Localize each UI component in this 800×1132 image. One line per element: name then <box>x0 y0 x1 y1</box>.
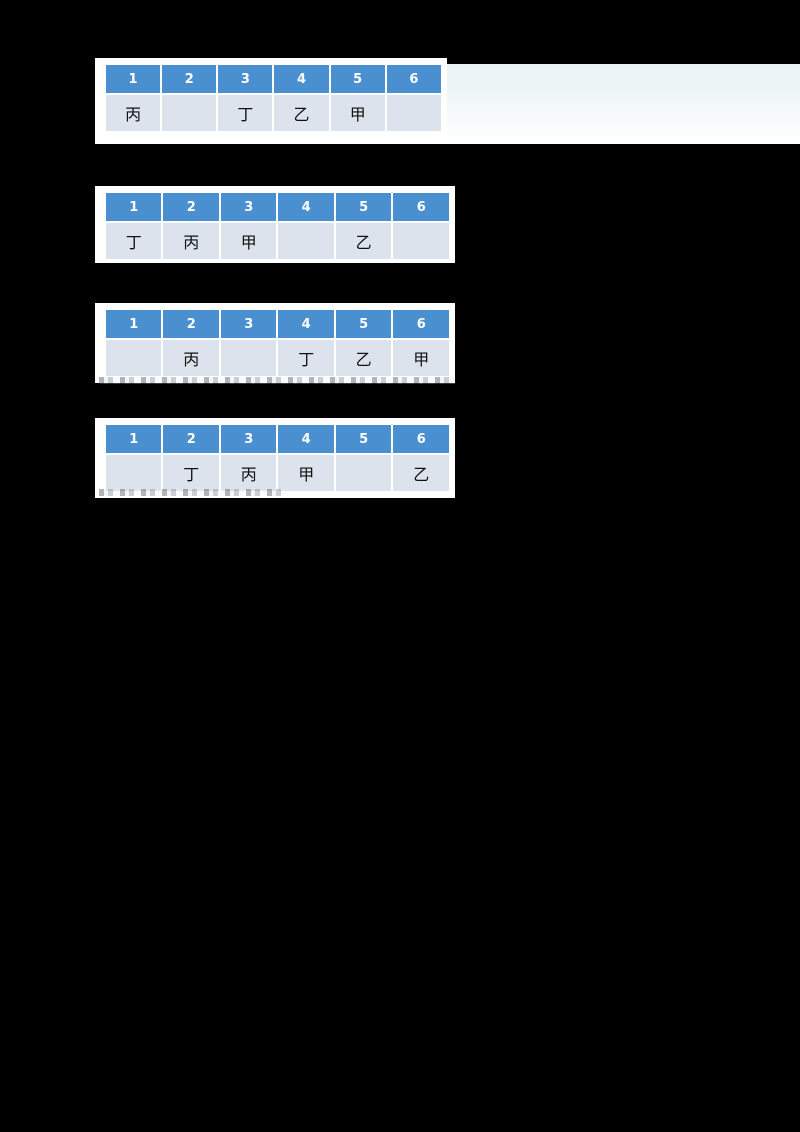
table-cell-1[interactable] <box>106 455 162 491</box>
table-cell-6[interactable] <box>386 95 441 131</box>
table-cell-6[interactable] <box>393 223 449 259</box>
column-header-1[interactable]: 1 <box>106 193 162 221</box>
table-header-row: 1 2 3 4 5 6 <box>106 310 449 338</box>
sequence-table-1: 1 2 3 4 5 6 丙 丁 乙 甲 <box>104 63 443 133</box>
table-cell-5[interactable]: 甲 <box>330 95 385 131</box>
column-header-5[interactable]: 5 <box>335 310 392 338</box>
column-header-5[interactable]: 5 <box>335 425 392 453</box>
table-cell-2[interactable]: 丙 <box>163 223 219 259</box>
column-header-1[interactable]: 1 <box>106 65 161 93</box>
column-header-3[interactable]: 3 <box>220 425 277 453</box>
table-cell-3[interactable]: 丁 <box>218 95 273 131</box>
table-cell-5[interactable] <box>335 455 392 491</box>
column-header-3[interactable]: 3 <box>218 65 273 93</box>
column-header-2[interactable]: 2 <box>163 193 219 221</box>
gradient-band <box>447 64 800 144</box>
table-cell-3[interactable]: 丙 <box>220 455 277 491</box>
sequence-table-2: 1 2 3 4 5 6 丁 丙 甲 乙 <box>104 191 451 261</box>
column-header-2[interactable]: 2 <box>163 310 219 338</box>
sequence-table-3: 1 2 3 4 5 6 丙 丁 乙 甲 <box>104 308 451 378</box>
table-cell-1[interactable] <box>106 340 162 376</box>
column-header-6[interactable]: 6 <box>386 65 441 93</box>
table-cell-4[interactable]: 甲 <box>278 455 334 491</box>
column-header-2[interactable]: 2 <box>163 425 219 453</box>
table-cell-4[interactable]: 丁 <box>278 340 334 376</box>
column-header-4[interactable]: 4 <box>278 425 334 453</box>
table-card-3: 1 2 3 4 5 6 丙 丁 乙 甲 <box>95 303 455 383</box>
table-cell-6[interactable]: 乙 <box>393 455 449 491</box>
table-row: 丁 丙 甲 乙 <box>106 223 449 259</box>
table-cell-2[interactable]: 丙 <box>163 340 219 376</box>
table-cell-1[interactable]: 丁 <box>106 223 162 259</box>
column-header-4[interactable]: 4 <box>274 65 329 93</box>
table-cell-2[interactable]: 丁 <box>163 455 219 491</box>
table-cell-2[interactable] <box>162 95 217 131</box>
table-cell-5[interactable]: 乙 <box>335 340 392 376</box>
table-card-4: 1 2 3 4 5 6 丁 丙 甲 乙 <box>95 418 455 498</box>
table-card-2: 1 2 3 4 5 6 丁 丙 甲 乙 <box>95 186 455 263</box>
table-card-1: 1 2 3 4 5 6 丙 丁 乙 甲 <box>95 58 447 144</box>
table-row: 丁 丙 甲 乙 <box>106 455 449 491</box>
column-header-6[interactable]: 6 <box>393 310 449 338</box>
table-cell-4[interactable] <box>278 223 334 259</box>
column-header-5[interactable]: 5 <box>330 65 385 93</box>
column-header-6[interactable]: 6 <box>393 425 449 453</box>
table-header-row: 1 2 3 4 5 6 <box>106 425 449 453</box>
column-header-1[interactable]: 1 <box>106 425 162 453</box>
table-cell-3[interactable] <box>220 340 277 376</box>
sequence-table-4: 1 2 3 4 5 6 丁 丙 甲 乙 <box>104 423 451 493</box>
table-row: 丙 丁 乙 甲 <box>106 95 441 131</box>
table-cell-6[interactable]: 甲 <box>393 340 449 376</box>
table-cell-1[interactable]: 丙 <box>106 95 161 131</box>
column-header-6[interactable]: 6 <box>393 193 449 221</box>
table-row: 丙 丁 乙 甲 <box>106 340 449 376</box>
column-header-4[interactable]: 4 <box>278 310 334 338</box>
column-header-1[interactable]: 1 <box>106 310 162 338</box>
column-header-2[interactable]: 2 <box>162 65 217 93</box>
table-cell-5[interactable]: 乙 <box>335 223 392 259</box>
table-header-row: 1 2 3 4 5 6 <box>106 65 441 93</box>
table-cell-4[interactable]: 乙 <box>274 95 329 131</box>
table-header-row: 1 2 3 4 5 6 <box>106 193 449 221</box>
table-cell-3[interactable]: 甲 <box>220 223 277 259</box>
column-header-4[interactable]: 4 <box>278 193 334 221</box>
column-header-3[interactable]: 3 <box>220 193 277 221</box>
column-header-3[interactable]: 3 <box>220 310 277 338</box>
column-header-5[interactable]: 5 <box>335 193 392 221</box>
